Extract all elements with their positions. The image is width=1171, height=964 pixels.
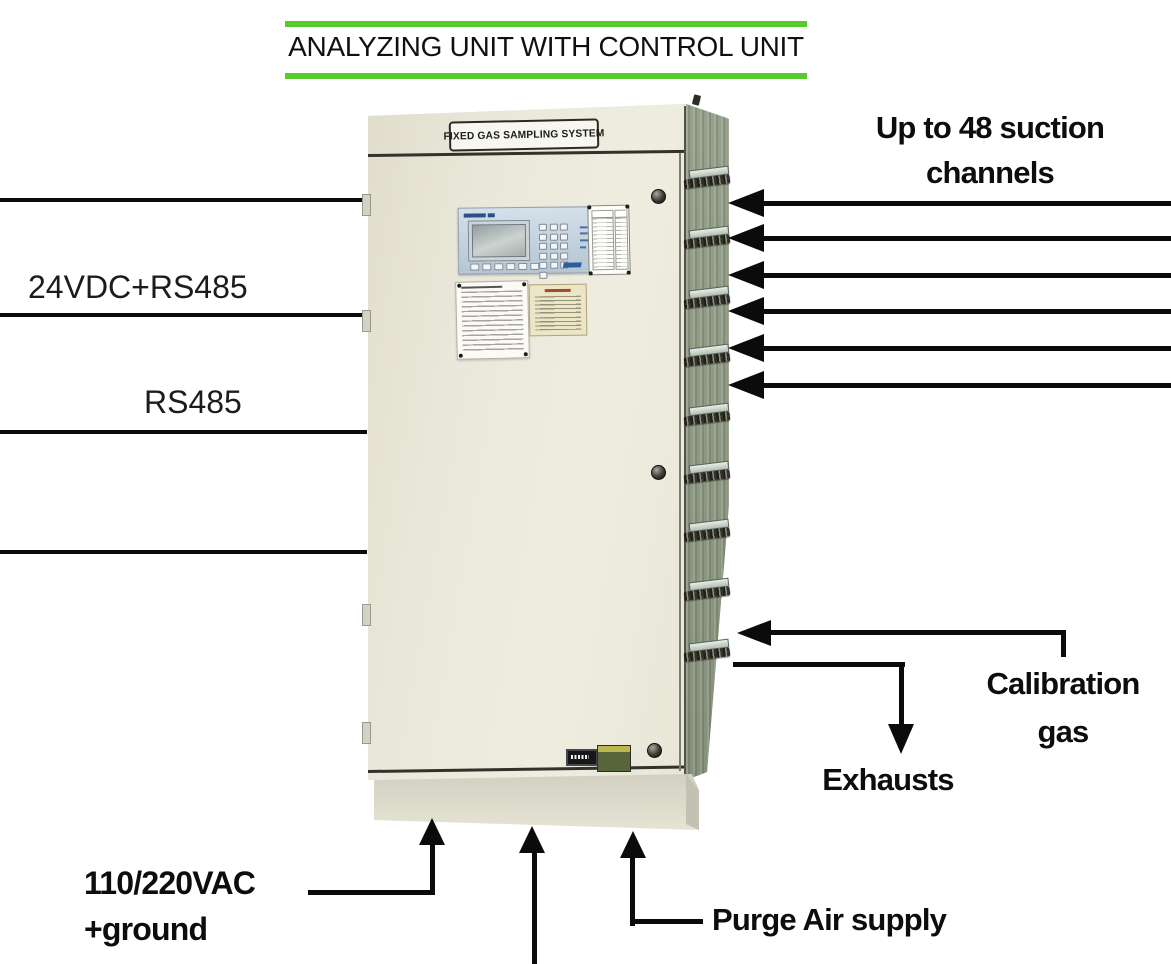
channel-list-card: [587, 204, 631, 276]
left-wire-line: [0, 430, 367, 434]
left-wire-line: [0, 198, 367, 202]
instruction-label: [455, 280, 530, 360]
door-hinge: [362, 722, 371, 744]
nameplate-text: FIXED GAS SAMPLING SYSTEM: [443, 127, 605, 143]
connector-strip: [683, 343, 732, 367]
door-knob: [651, 465, 666, 480]
label-24vdc-rs485: 24VDC+RS485: [28, 269, 248, 305]
control-panel: [457, 206, 592, 279]
left-wire-line: [0, 313, 367, 317]
purge-air-label: Purge Air supply: [712, 902, 947, 937]
connector-strip: [683, 577, 732, 601]
control-panel-keypad: [538, 223, 576, 279]
diagram-title: ANALYZING UNIT WITH CONTROL UNIT: [288, 31, 804, 62]
label-rs485: RS485: [144, 384, 242, 420]
cabinet-base-side: [686, 774, 699, 830]
cabinet-corner-edge: [684, 106, 686, 776]
panel-function-buttons: [470, 262, 540, 271]
door-knob: [647, 743, 662, 758]
door-gap-line: [679, 153, 681, 771]
panel-model-text: [463, 213, 486, 218]
notice-label: [528, 283, 588, 337]
connector-strip: [683, 518, 732, 542]
left-wire-line: [0, 550, 367, 554]
panel-logo: [562, 262, 582, 268]
suction-channels-label: Up to 48 suction channels: [875, 110, 1105, 190]
connector-strip: [683, 638, 732, 662]
door-knob: [651, 189, 666, 204]
title-rule-bottom: [285, 73, 807, 79]
exhausts-label: Exhausts: [822, 762, 954, 797]
connector-strip: [683, 225, 732, 249]
control-panel-display: [467, 219, 531, 262]
door-hinge: [362, 310, 371, 332]
cabinet-front: [368, 104, 687, 780]
connector-strip: [683, 285, 732, 309]
lifting-bolt: [691, 94, 702, 106]
connector-strip: [683, 165, 732, 189]
connector-strip: [683, 402, 732, 426]
serial-label: [566, 749, 598, 766]
cabinet-nameplate: FIXED GAS SAMPLING SYSTEM: [443, 118, 605, 152]
cabinet-side-panel: [686, 104, 729, 780]
approval-label: [597, 745, 631, 772]
calibration-gas-label: Calibration gas: [986, 666, 1140, 750]
door-hinge: [362, 604, 371, 626]
power-label: 110/220VAC +ground: [84, 865, 256, 948]
door-hinge: [362, 194, 371, 216]
title-rule-top: [285, 21, 807, 27]
connector-strip: [683, 460, 732, 484]
